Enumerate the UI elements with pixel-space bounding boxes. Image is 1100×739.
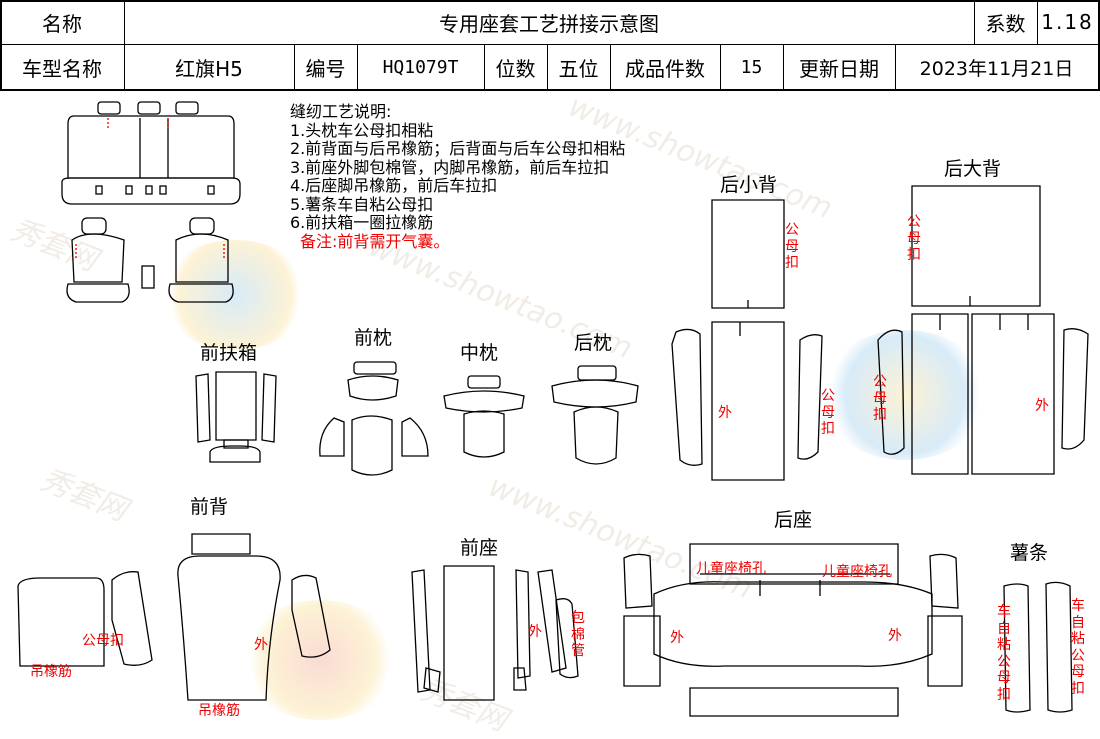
- front-seat-pattern: [411, 565, 579, 701]
- front-seat-label: 前座: [460, 537, 499, 559]
- child-seat-hole-annotation: 儿童座椅孔: [822, 564, 892, 580]
- rear-small-back-label: 后小背: [720, 174, 778, 196]
- code-value: HQ1079T: [382, 56, 459, 78]
- date-value: 2023年11月21日: [919, 57, 1074, 80]
- front-armrest-label: 前扶箱: [200, 342, 258, 364]
- pieces-value: 15: [740, 56, 763, 78]
- self-adhesive-snap-annotation: 车自粘公母扣: [997, 604, 1011, 703]
- rear-bench-overview: [61, 101, 241, 205]
- model-value: 红旗H5: [175, 56, 243, 81]
- front-seats-overview: [66, 217, 234, 303]
- outer-annotation: 外: [718, 405, 732, 421]
- name-label: 名称: [42, 11, 82, 36]
- notes-heading: 缝纫工艺说明:: [290, 102, 392, 121]
- snap-annotation: 公母扣: [821, 388, 835, 437]
- seats-value: 五位: [558, 56, 599, 81]
- front-armrest-pattern: [195, 371, 277, 463]
- snap-annotation: 公母扣: [785, 222, 799, 271]
- rear-big-back-pattern: [877, 185, 1089, 475]
- snap-annotation: 公母扣: [82, 633, 124, 649]
- snap-annotation: 公母扣: [907, 214, 921, 263]
- mid-headrest-label: 中枕: [460, 342, 499, 364]
- front-back-pattern: [17, 533, 331, 701]
- outer-annotation: 外: [888, 628, 902, 644]
- outer-annotation: 外: [528, 624, 542, 640]
- outer-annotation: 外: [670, 630, 684, 646]
- pattern-drawing: [17, 101, 1089, 717]
- rear-seat-label: 后座: [774, 509, 813, 531]
- front-headrest-pattern: [319, 361, 429, 476]
- note-item: 2.前背面与后吊橡筋；后背面与后车公母扣相粘: [290, 139, 626, 158]
- fries-strip-pattern: [1003, 581, 1073, 713]
- note-item: 5.薯条车自粘公母扣: [290, 194, 434, 214]
- outer-annotation: 外: [254, 637, 268, 653]
- front-back-label: 前背: [190, 496, 229, 518]
- cotton-tube-annotation: 包棉管: [571, 610, 585, 659]
- note-item: 3.前座外脚包棉管，内脚吊橡筋，前后车拉扣: [290, 157, 610, 177]
- note-item: 6.前扶箱一圈拉橡筋: [290, 213, 434, 232]
- rear-headrest-label: 后枕: [574, 332, 613, 354]
- note-item: 4.后座脚吊橡筋，前后车拉扣: [290, 176, 498, 195]
- sewing-notes: 缝纫工艺说明: 1.头枕车公母扣相粘 2.前背面与后吊橡筋；后背面与后车公母扣相…: [290, 102, 626, 251]
- rear-headrest-pattern: [551, 365, 639, 465]
- hang-elastic-annotation: 吊橡筋: [30, 664, 72, 680]
- rear-small-back-pattern: [671, 199, 823, 481]
- note-item: 1.头枕车公母扣相粘: [290, 120, 434, 140]
- model-label: 车型名称: [22, 56, 102, 81]
- coefficient-label: 系数: [985, 11, 1026, 36]
- notes-remark: 备注:前背需开气囊。: [300, 231, 450, 251]
- header-table: 名称 专用座套工艺拼接示意图 系数 1.18 车型名称 红旗H5 编号 HQ10…: [0, 0, 1100, 91]
- rear-seat-pattern: [623, 543, 963, 717]
- self-adhesive-snap-annotation: 车自粘公母扣: [1071, 598, 1085, 697]
- fries-strip-label: 薯条: [1010, 542, 1049, 564]
- date-label: 更新日期: [799, 56, 879, 81]
- coefficient-value: 1.18: [1041, 10, 1094, 34]
- outer-annotation: 外: [1035, 398, 1049, 414]
- snap-annotation: 公母扣: [873, 374, 887, 423]
- code-label: 编号: [305, 56, 346, 81]
- child-seat-hole-annotation: 儿童座椅孔: [696, 561, 766, 577]
- seats-label: 位数: [495, 56, 536, 81]
- rear-big-back-label: 后大背: [944, 158, 1002, 180]
- hang-elastic-annotation: 吊橡筋: [198, 703, 240, 719]
- mid-headrest-pattern: [443, 375, 525, 458]
- pieces-label: 成品件数: [625, 56, 705, 81]
- front-headrest-label: 前枕: [354, 327, 393, 349]
- document-title: 专用座套工艺拼接示意图: [439, 11, 659, 36]
